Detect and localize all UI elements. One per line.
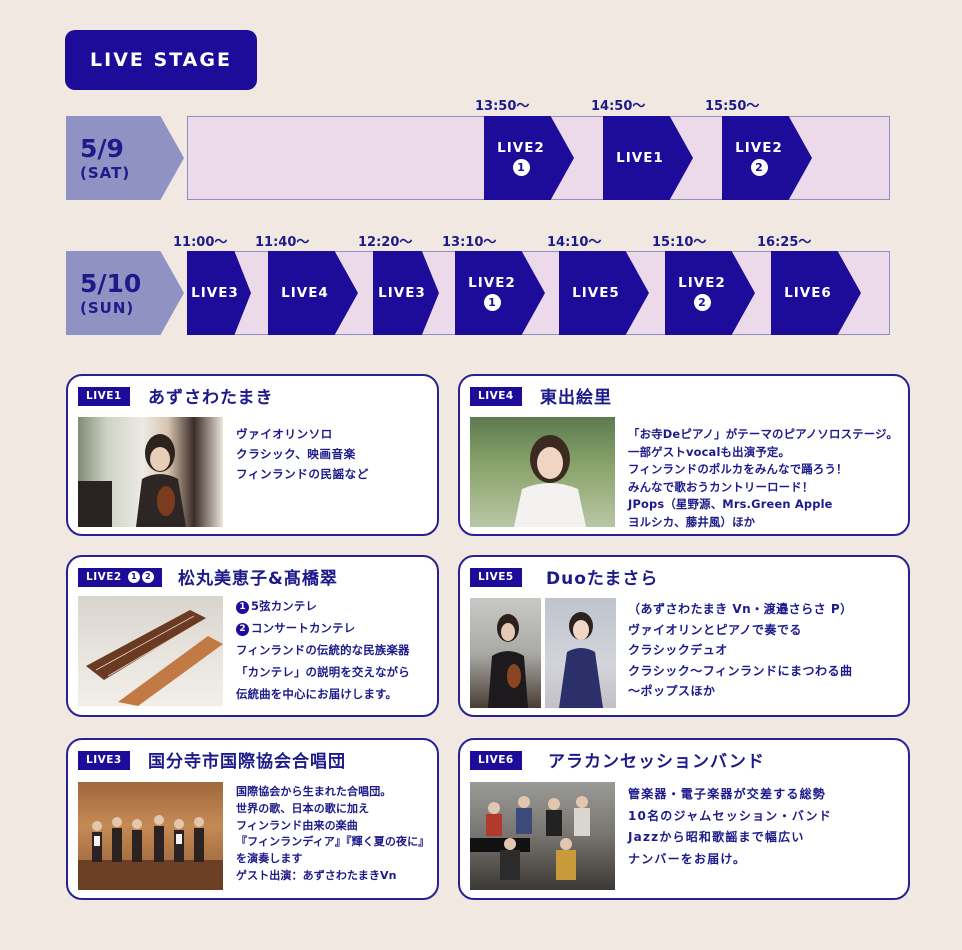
description-line: ヨルシカ、藤井風）ほか [628,514,756,529]
violinist-image [488,614,528,708]
date-label-day2: 5/10 (SUN) [66,251,184,335]
time-label: 14:50～ [591,99,646,114]
performer-name: Duoたまさら [546,569,659,589]
date-label-day1: 5/9 (SAT) [66,116,184,200]
performer-name: あずさわたまき [148,388,274,408]
description-line: みんなで歌おうカントリーロード！ [628,479,814,494]
time-label: 13:50～ [475,99,530,114]
performer-name: 松丸美恵子&髙橋翠 [178,569,338,589]
time-label: 14:10～ [547,235,602,250]
description-line: ～ポップスほか [628,684,716,698]
weekday: (SUN) [80,299,135,317]
weekday: (SAT) [80,164,131,182]
description-line: を演奏します [236,852,303,866]
description-line: 『フィンランディア』『輝く夏の夜に』 [236,835,430,849]
number-badge: 2 [236,623,249,636]
time-label: 15:50～ [705,99,760,114]
description-line: 「カンテレ」の説明を交えながら [236,665,410,679]
description-line: クラシックデュオ [628,643,728,657]
number-badge: 2 [750,159,768,176]
description-line: 「お寺Deピアノ」がテーマのピアノソロステージ。 [628,427,898,441]
instrument-item: 5弦カンテレ [251,599,318,613]
performer-name: アラカンセッションバンド [548,752,765,772]
time-label: 11:00～ [173,235,228,250]
performer-photo [470,598,541,708]
time-label: 13:10～ [442,235,497,250]
number-badge: 1 [483,294,501,311]
description-line: フィンランド由来の楽曲 [236,818,358,832]
performer-photo [545,598,616,708]
number-badge: 1 [127,571,140,583]
number-badge: 1 [512,159,530,176]
number-badge: 2 [141,571,154,583]
performer-name: 国分寺市国際協会合唱団 [148,752,346,772]
live-tag: LIVE3 [78,751,130,770]
description-line: JPops（星野源、Mrs.Green Apple [628,497,833,511]
page-title: LIVE STAGE [65,30,257,90]
time-label: 15:10～ [652,235,707,250]
description-line: クラシック～フィンランドにまつわる曲 [628,663,853,678]
description-line: ヴァイオリンとピアノで奏でる [628,622,802,637]
performer-photo [78,417,223,527]
description-line: ヴァイオリンソロ [236,427,333,441]
time-label: 11:40～ [255,235,310,250]
description-line: フィンランドのポルカをみんなで踊ろう！ [628,462,848,476]
description-line: ゲスト出演：あずさわたまきVn [236,868,397,882]
description-line: ナンバーをお届け。 [628,851,747,866]
violinist-image [78,434,186,527]
live-tag: LIVE1 [78,387,130,406]
performer-name: 東出絵里 [540,388,612,408]
number-badge: 1 [236,601,249,614]
description-line: 一部ゲストvocalも出演予定。 [628,444,791,459]
live-tag: LIVE5 [470,568,522,587]
performer-photo [78,596,223,706]
pianist-image [559,612,603,708]
description-line: 国際協会から生まれた合唱団。 [236,785,392,798]
performer-card-live1: LIVE1 あずさわたまき ヴァイオリンソロ クラシック、映画音楽 フィンランド… [66,374,439,536]
instrument-item: コンサートカンテレ [251,621,356,635]
description-line: 10名のジャムセッション・バンド [628,808,832,823]
description-line: Jazzから昭和歌謡まで幅広い [628,830,805,844]
description-line: 伝統曲を中心にお届けします。 [236,687,398,701]
date: 5/9 [80,134,124,163]
performer-photo [470,782,615,890]
description-line: （あずさわたまき Vn・渡邉さらさ P） [628,602,853,616]
performer-card-live6: LIVE6 アラカンセッションバンド 管楽器・電子楽器が交差する総勢 10名のジ… [458,738,910,900]
description-line: 世界の歌、日本の歌に加え [236,801,370,815]
description-line: フィンランドの伝統的な民族楽器 [236,643,410,657]
choir-image [78,815,223,890]
description-line: クラシック、映画音楽 [236,447,356,461]
date: 5/10 [80,269,142,298]
performer-photo [470,417,615,527]
live-tag: LIVE4 [470,387,522,406]
live-tag: LIVE6 [470,751,522,770]
performer-card-live4: LIVE4 東出絵里 「お寺Deピアノ」がテーマのピアノソロステージ。 一部ゲス… [458,374,910,536]
number-badge: 2 [693,294,711,311]
time-label: 12:20～ [358,235,413,250]
kantele-image [86,610,223,706]
band-image [470,796,590,880]
performer-photo [78,782,223,890]
description-line: フィンランドの民謡など [236,467,369,481]
description-line: 管楽器・電子楽器が交差する総勢 [628,787,827,801]
time-label: 16:25～ [757,235,812,250]
pianist-image [514,435,586,527]
performer-card-live3: LIVE3 国分寺市国際協会合唱団 国際協会から生まれた合唱団。 世界の歌、日本… [66,738,439,900]
performer-card-live5: LIVE5 Duoたまさら （あずさわたまき Vn・渡邉さらさ P） ヴァイオリ… [458,555,910,717]
